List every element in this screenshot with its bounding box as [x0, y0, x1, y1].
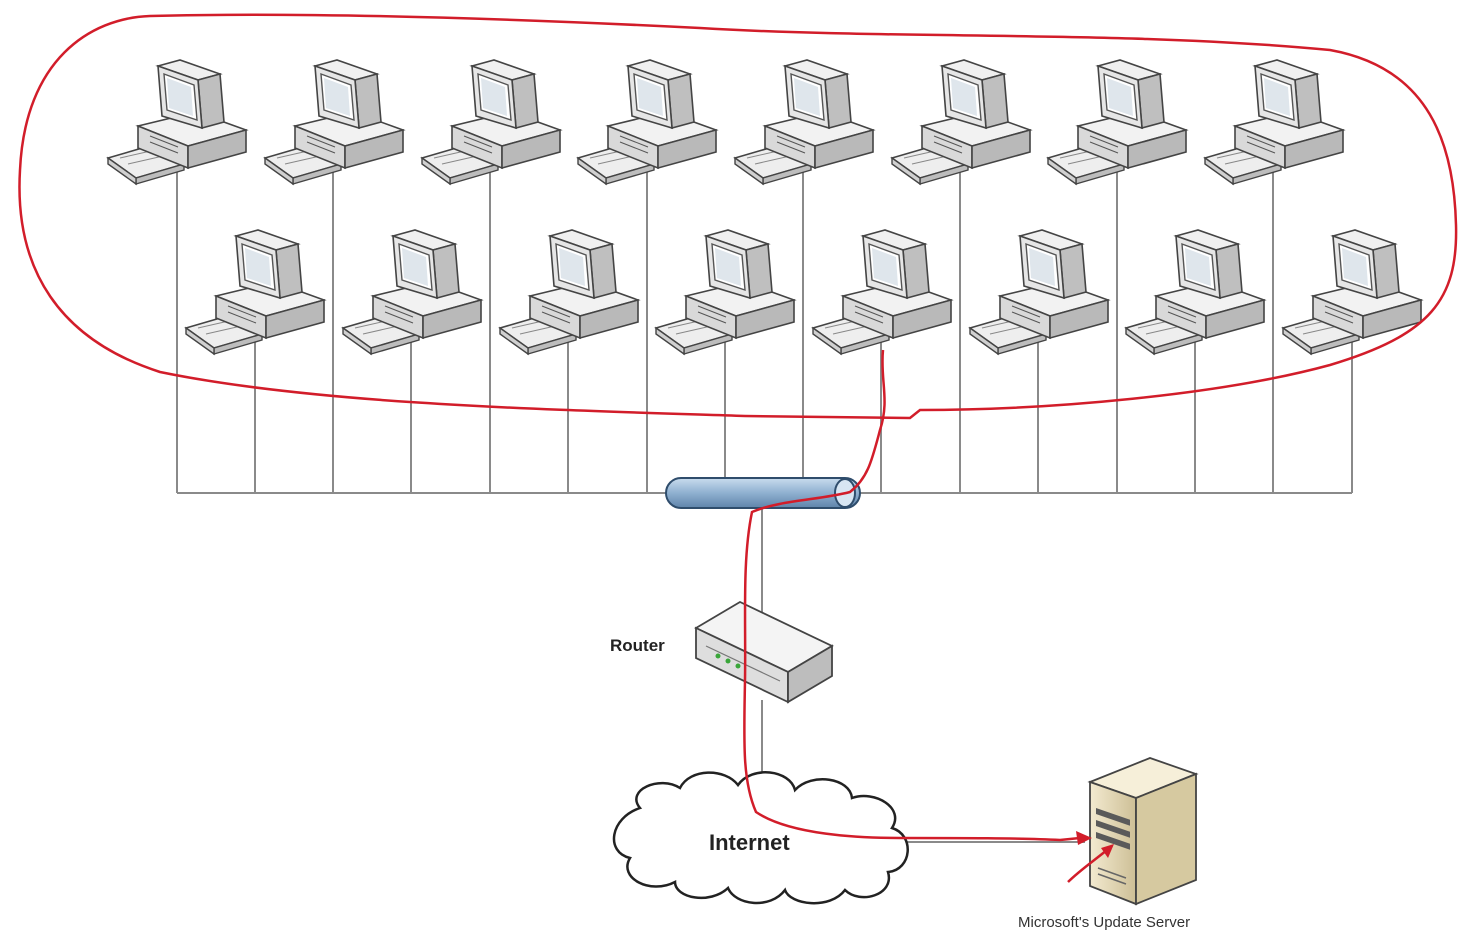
- server-label: Microsoft's Update Server: [1018, 914, 1191, 931]
- server-icon: [1087, 757, 1199, 906]
- computer-icon: [342, 229, 482, 355]
- arrow-head-icon: [1101, 844, 1114, 858]
- computer-icon: [185, 229, 325, 355]
- computer-icon: [891, 59, 1031, 185]
- cloud-icon: [612, 771, 909, 905]
- computer-icon: [499, 229, 639, 355]
- router-icon: [694, 600, 834, 704]
- hub-icon: [665, 477, 861, 509]
- computer-icon: [577, 59, 717, 185]
- annotation-enclosure: [18, 13, 1458, 420]
- network-cabling: [176, 160, 1353, 843]
- computer-icon: [655, 229, 795, 355]
- computer-icon: [1125, 229, 1265, 355]
- computer-icon: [812, 229, 952, 355]
- router-label: Router: [610, 636, 665, 655]
- computer-icon: [421, 59, 561, 185]
- computer-icon: [734, 59, 874, 185]
- computer-icon: [969, 229, 1109, 355]
- computer-icon: [1047, 59, 1187, 185]
- computer-icon: [1204, 59, 1344, 185]
- internet-label: Internet: [709, 830, 790, 855]
- computer-icon: [264, 59, 404, 185]
- arrow-head-icon: [1076, 831, 1092, 845]
- computer-icon: [107, 59, 247, 185]
- workstation-row-1: [107, 59, 1344, 185]
- annotation-update-path: [743, 349, 1081, 842]
